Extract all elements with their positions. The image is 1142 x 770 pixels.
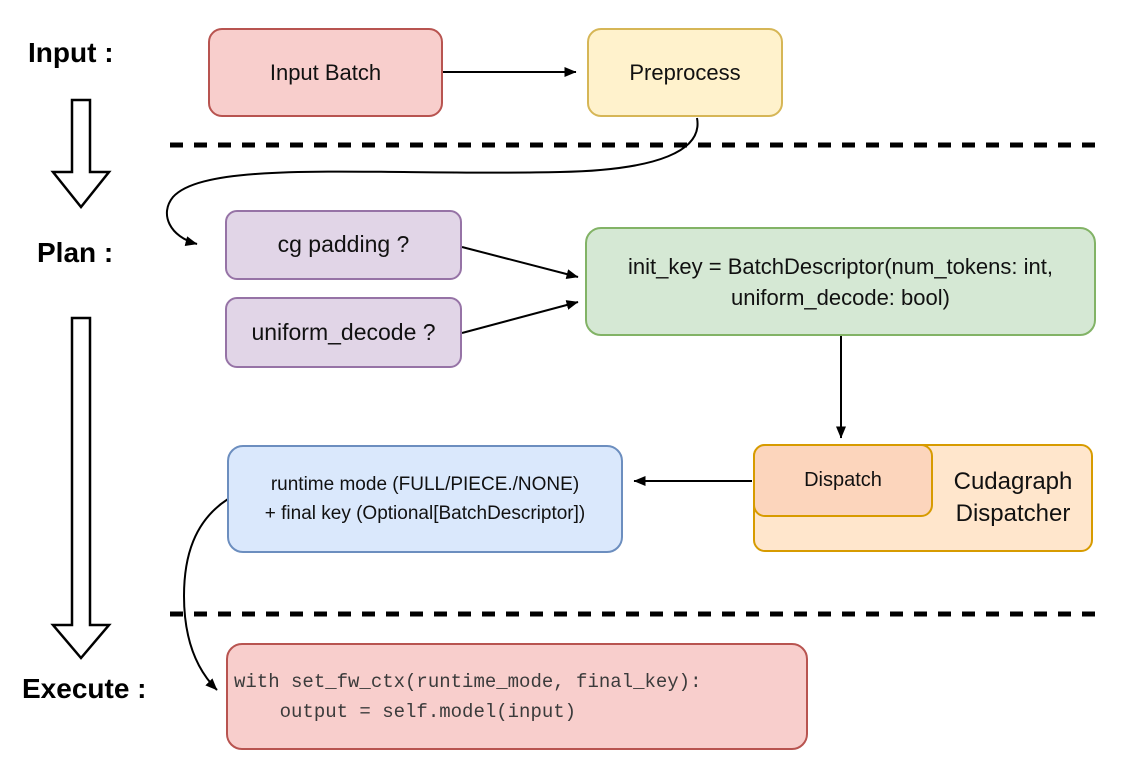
node-dispatch: Dispatch [753,444,933,517]
stage-label-plan: Plan : [37,237,114,268]
node-runtime-mode-line1: runtime mode (FULL/PIECE./NONE) [270,474,580,495]
arrow-runtimemode-to-execute-curve [182,498,229,691]
execute-code-line2: output = self.model(input) [234,700,577,723]
node-input-batch-label: Input Batch [269,59,382,85]
node-uniform-decode: uniform_decode ? [225,297,462,368]
execute-code-line1: with set_fw_ctx(runtime_mode, final_key)… [234,670,702,693]
stage-down-arrow-icon-input-to-plan [50,98,112,210]
arrow-uniformdecode-to-initkey [461,300,579,334]
node-dispatch-label: Dispatch [804,469,882,491]
node-cg-padding-label: cg padding ? [277,231,410,258]
node-init-key-line1: init_key = BatchDescriptor(num_tokens: i… [628,253,1053,279]
node-init-key-line2: uniform_decode: bool) [731,284,950,310]
arrow-preprocess-to-plan-curve [166,117,699,246]
stage-down-arrow-icon-plan-to-execute [50,316,112,660]
cudagraph-label-line2: Dispatcher [955,500,1071,527]
cudagraph-label-line1: Cudagraph [953,468,1073,495]
node-execute-code: with set_fw_ctx(runtime_mode, final_key)… [226,643,808,750]
stage-label-execute: Execute : [22,673,147,704]
node-uniform-decode-label: uniform_decode ? [251,318,436,345]
stage-label-input: Input : [28,37,114,68]
node-preprocess-label: Preprocess [629,59,741,85]
node-runtime-mode-line2: + final key (Optional[BatchDescriptor]) [264,503,586,524]
node-cg-padding: cg padding ? [225,210,462,280]
node-preprocess: Preprocess [587,28,783,117]
node-input-batch: Input Batch [208,28,443,117]
node-init-key: init_key = BatchDescriptor(num_tokens: i… [585,227,1096,336]
node-cudagraph-dispatcher-label: Cudagraph Dispatcher [933,444,1093,552]
arrow-cgpadding-to-initkey [461,246,579,279]
node-runtime-mode: runtime mode (FULL/PIECE./NONE) + final … [227,445,623,553]
